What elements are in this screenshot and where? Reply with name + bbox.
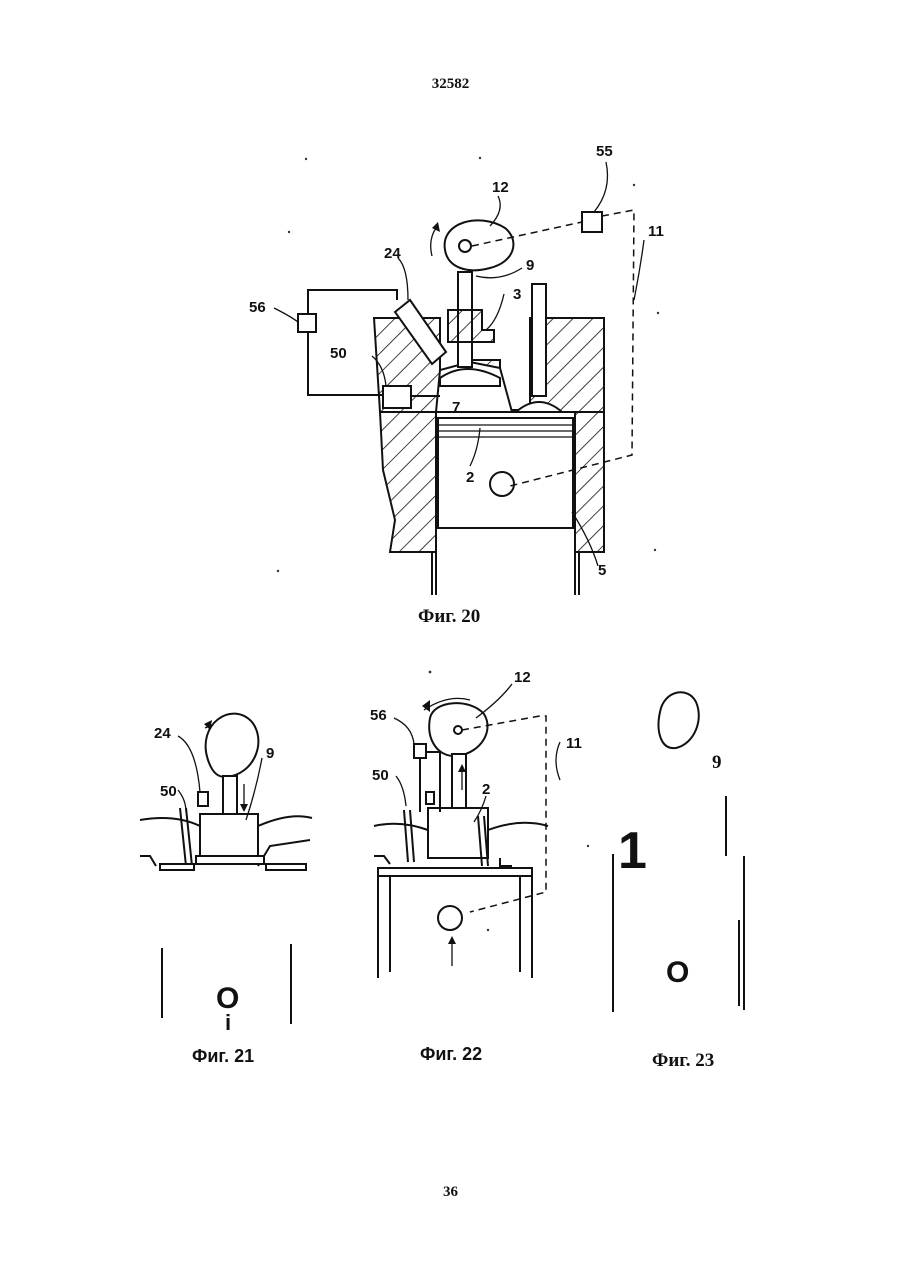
caption-fig23: Фиг. 23 [652, 1050, 714, 1071]
spark-plug [383, 386, 411, 408]
cylinder [378, 868, 532, 876]
label-55: 55 [596, 143, 613, 160]
label-50: 50 [372, 767, 389, 784]
caption-fig22: Фиг. 22 [420, 1044, 482, 1064]
label-56: 56 [249, 299, 266, 316]
figure-20: 55 12 11 24 9 3 56 50 7 2 5 Фиг. 20 [249, 143, 664, 627]
valve-guide [448, 310, 494, 342]
tappet [200, 814, 258, 858]
figure-23: 9 1 O Фиг. 23 [613, 692, 744, 1071]
label-7: 7 [452, 399, 460, 416]
label-2: 2 [466, 469, 474, 486]
sensor-55 [582, 212, 602, 232]
valve-stem [223, 776, 237, 816]
label-56: 56 [370, 707, 387, 724]
controller-56 [414, 744, 426, 758]
cam-lobe [659, 692, 699, 748]
cylinder-wall-left [380, 412, 436, 552]
label-3: 3 [513, 286, 521, 303]
caption-fig21: Фиг. 21 [192, 1046, 254, 1066]
label-5: 5 [598, 562, 606, 579]
valve-head [196, 856, 264, 864]
cam-lobe [429, 703, 487, 756]
piston-pin [438, 906, 462, 930]
label-11: 11 [566, 735, 582, 752]
mark-o: O [666, 956, 689, 989]
mark-i: i [225, 1010, 231, 1035]
cam-lobe [206, 714, 259, 777]
figure-21: 24 9 50 O i Фиг. 21 [140, 714, 312, 1066]
label-9: 9 [526, 257, 534, 274]
label-9: 9 [712, 752, 722, 773]
label-12: 12 [514, 669, 531, 686]
valve-stem [452, 754, 466, 810]
label-50: 50 [330, 345, 347, 362]
label-12: 12 [492, 179, 509, 196]
label-24: 24 [154, 725, 171, 742]
sensor [198, 792, 208, 806]
page-number: 36 [0, 1184, 901, 1201]
figure-22: 12 56 11 50 2 Фиг. 22 [370, 669, 582, 1064]
exhaust-valve-stem [532, 284, 546, 396]
caption-fig20: Фиг. 20 [418, 606, 480, 627]
label-24: 24 [384, 245, 401, 262]
cam-lobe [445, 220, 514, 270]
controller-56 [298, 314, 316, 332]
label-2: 2 [482, 781, 490, 798]
label-9: 9 [266, 745, 274, 762]
label-50: 50 [160, 783, 177, 800]
mark-1: 1 [618, 822, 647, 880]
label-11: 11 [648, 223, 664, 240]
cylinder-wall-right [575, 412, 604, 552]
